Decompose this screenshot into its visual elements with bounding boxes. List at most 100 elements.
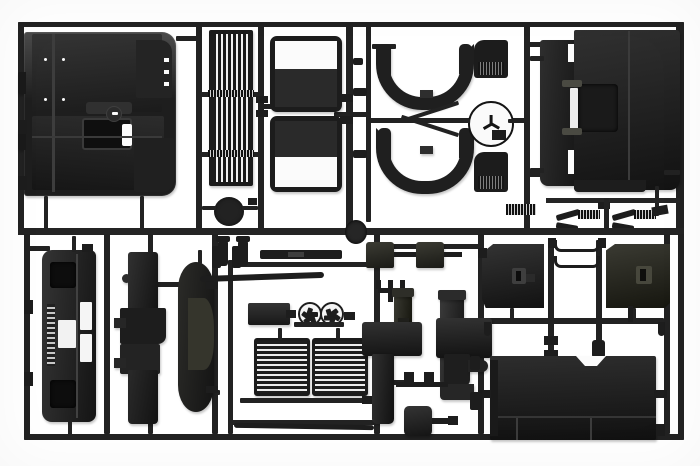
hinge-pin-c (592, 340, 605, 358)
front-bumper (42, 250, 96, 422)
runner-cross-u5 (366, 118, 526, 123)
star-gate-tab (492, 130, 506, 140)
fender-upper-right-post (459, 44, 472, 74)
small-tab-under-grille (248, 198, 257, 205)
detail-runner-top (546, 198, 680, 203)
intercooler-plate (248, 303, 290, 325)
hinge-pin-b (544, 350, 558, 359)
firewall-left-tab-upper (18, 72, 26, 94)
battery-box-gate (432, 418, 450, 424)
mirror-arm-right (611, 208, 637, 222)
side-skirt-left (482, 244, 544, 308)
air-bottle-right (238, 240, 248, 266)
air-bottle-left (218, 240, 228, 266)
bumper-upper-recess (50, 262, 76, 288)
battery-box-tab (448, 416, 458, 425)
mercedes-star-emblem (468, 101, 514, 147)
seat-cushion-right (416, 242, 444, 268)
left-edge-clip-b (470, 356, 480, 370)
cross-bracket-arm-l (376, 280, 381, 289)
radiator-core-left (254, 338, 310, 396)
firewall-seam-line (32, 136, 162, 138)
bumper-lower-recess (50, 380, 76, 408)
skirt-right-gate (632, 308, 636, 322)
pump-bracket-post-b (424, 372, 434, 384)
sleeper-gate-a (530, 56, 544, 61)
runner-cross-u3 (258, 104, 278, 109)
runner-cross-l7 (24, 246, 50, 251)
fender-lower-right-post (459, 128, 472, 158)
fuel-tank-base (440, 384, 474, 400)
upper-left-tab-a (18, 120, 27, 134)
cross-bracket-vertical (388, 280, 393, 302)
floor-panel-seam-c (490, 416, 656, 418)
wiper-arm-long (199, 271, 325, 283)
door-lower-glass-opening (275, 157, 337, 187)
radiator-core-right (312, 338, 368, 396)
upper-left-tab-b (18, 176, 27, 190)
left-edge-clip-a (470, 392, 482, 410)
mirror-arm-left (555, 208, 581, 222)
runner-vert-l1 (104, 234, 110, 434)
sleeper-lower-notch (568, 150, 574, 174)
runner-center-hub (345, 220, 367, 244)
grille-tie-bar-lower (208, 150, 254, 157)
mount-hole-a (44, 58, 47, 61)
radiator-right-fins (315, 341, 365, 393)
sleeper-gate-c (664, 170, 680, 175)
skirt-right-latch-slot (640, 269, 646, 281)
bumper-step-grate (47, 304, 55, 366)
grille-tie-bar-upper (208, 90, 254, 97)
side-slot-c (164, 82, 169, 86)
sleeper-grab-handle-top (562, 80, 582, 87)
cross-bracket-arm-r (400, 280, 405, 289)
floor-panel-notch (576, 356, 606, 366)
sleeper-split-line (628, 31, 630, 189)
wiper-arm-long-2 (233, 422, 375, 431)
mount-hole-d (62, 98, 65, 101)
detail-tab-b (651, 204, 669, 217)
runner-frame-lower-left (24, 234, 30, 440)
dash-lower-column (128, 370, 158, 424)
sleeper-grab-handle-bottom (562, 128, 582, 135)
handle-bracket-b (232, 246, 241, 268)
radiator-corner-tab (362, 396, 374, 404)
chassis-floor-panel (490, 356, 656, 440)
sleeper-upper-notch (568, 44, 574, 62)
door-lower-skin (275, 121, 337, 157)
fender-upper-tab (420, 90, 433, 98)
door-upper-glass-opening (275, 41, 337, 69)
interior-dash-assembly (114, 252, 172, 424)
node-u3-b (353, 150, 367, 158)
skirt-left-gate (510, 308, 514, 322)
mudflap-end-b (598, 238, 606, 248)
drop-pin-mid (628, 306, 633, 322)
pedal-box-window (122, 124, 132, 146)
runner-vert-l9 (664, 234, 670, 434)
radiator-bottom-rail (240, 398, 374, 403)
grille-slat-field (213, 34, 249, 182)
star-gate-left (452, 119, 470, 123)
mudflap-bracket-lower (554, 256, 600, 268)
bumper-license-plate (58, 320, 76, 348)
door-panel-lower (270, 116, 342, 192)
side-skirt-right (606, 244, 670, 308)
seat-gate-a (394, 252, 416, 257)
runner-cross-l2 (228, 420, 378, 425)
disc-gate-right (242, 206, 258, 210)
drop-pin-left (484, 322, 491, 336)
firewall-center-rib (52, 34, 55, 192)
lower-left-tab-a (24, 300, 33, 314)
handle-bracket-a (212, 246, 221, 268)
mudflap-bracket-upper (554, 240, 600, 252)
door-gate-u-b (256, 110, 268, 117)
floor-panel-seam-b (590, 418, 592, 440)
bumper-lamp-upper (80, 302, 92, 330)
hinge-pin-a (544, 336, 558, 345)
runner-gate-firewall-b (140, 196, 144, 230)
dash-step (120, 344, 160, 374)
skirt-left-hinge (526, 274, 535, 282)
runner-cross-u9 (176, 36, 200, 41)
firewall-knob-slot (112, 112, 118, 115)
